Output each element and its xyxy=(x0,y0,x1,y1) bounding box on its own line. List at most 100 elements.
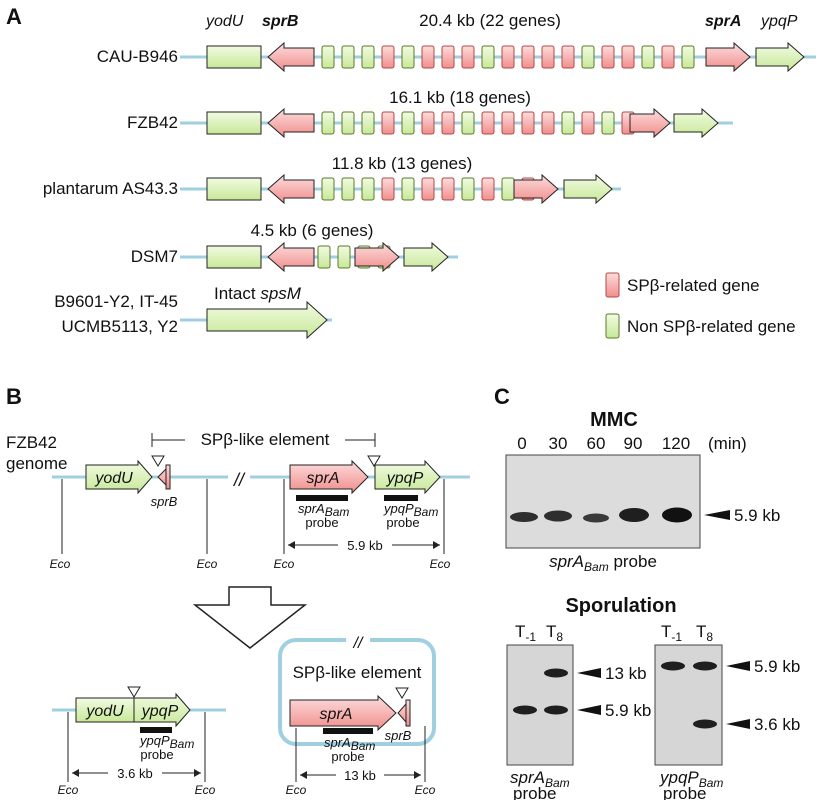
gene-sprA xyxy=(629,107,671,139)
probe-word: probe xyxy=(386,515,419,530)
gene-box xyxy=(441,177,455,201)
band-pointer xyxy=(577,668,601,678)
gene-yodU xyxy=(206,45,262,69)
insertion-marker xyxy=(367,455,381,467)
probe-label-ypqP: ypqPBam xyxy=(383,501,438,519)
gene-label-sprB: sprB xyxy=(262,13,298,30)
timepoint: 120 xyxy=(662,434,690,453)
gene-box xyxy=(401,45,415,69)
gene-box xyxy=(501,111,515,135)
probe-word: probe xyxy=(305,515,338,530)
band-size-label: 3.6 kb xyxy=(754,715,800,734)
lane-label: T-1 xyxy=(515,622,536,644)
strain-label: FZB42 xyxy=(127,113,178,132)
gene-box xyxy=(461,111,475,135)
gene-sprB xyxy=(397,699,411,727)
intact-label: Intact spsM xyxy=(214,284,302,303)
timepoint: 90 xyxy=(624,434,643,453)
gene-box xyxy=(321,177,335,201)
gene-box xyxy=(621,45,635,69)
gene-ypqP xyxy=(133,692,191,728)
gene-label-sprB: sprB xyxy=(385,728,412,743)
gene-box xyxy=(321,111,335,135)
band xyxy=(513,705,537,715)
row-dsm7: DSM7 4.5 kb (6 genes) xyxy=(131,221,458,273)
element-label: SPβ-like element xyxy=(293,663,422,682)
gene-label-ypqP: ypqP xyxy=(760,13,798,30)
gene-box xyxy=(581,45,595,69)
distance-label: 3.6 kb xyxy=(117,766,152,781)
gene-box xyxy=(661,45,675,69)
gene-box xyxy=(341,177,355,201)
gene-box xyxy=(521,45,535,69)
element-label: SPβ-like element xyxy=(201,430,330,449)
legend-label-spb: SPβ-related gene xyxy=(627,276,760,295)
gene-box xyxy=(541,45,555,69)
probe-caption: ypqPBam xyxy=(659,768,723,790)
band-pointer xyxy=(726,719,750,729)
eco-label: Eco xyxy=(58,783,79,797)
gene-box xyxy=(421,45,435,69)
panel-a: A CAU-B946 yodU sprB 20.4 kb (22 genes) … xyxy=(6,4,816,340)
insertion-marker xyxy=(395,687,409,699)
genome-label-2: genome xyxy=(6,454,67,473)
row-fzb42: FZB42 16.1 kb (18 genes) xyxy=(127,88,733,139)
panel-c-label: C xyxy=(494,384,510,409)
band xyxy=(661,661,685,671)
gene-sprA xyxy=(513,173,559,205)
break-mark: // xyxy=(232,470,246,490)
mmc-title: MMC xyxy=(590,409,638,431)
band-size-label: 5.9 kb xyxy=(734,506,780,525)
gene-box xyxy=(321,45,335,69)
probe-caption: sprABam xyxy=(510,768,570,790)
gene-box xyxy=(601,45,615,69)
probe-bar-ypqP xyxy=(140,727,172,733)
band xyxy=(619,508,649,522)
gene-box xyxy=(381,111,395,135)
probe-label-sprA: sprABam xyxy=(324,735,375,753)
band xyxy=(510,512,538,522)
probe-bar-sprA xyxy=(296,495,348,501)
gel-spor-sprA xyxy=(506,644,574,766)
gene-box xyxy=(361,45,375,69)
row1-genes xyxy=(267,41,805,73)
probe-label-ypqP: ypqPBam xyxy=(139,733,194,751)
gene-box xyxy=(521,111,535,135)
timepoint: 30 xyxy=(549,434,568,453)
row3-genes xyxy=(267,173,613,205)
probe-word: probe xyxy=(140,747,173,762)
band xyxy=(693,661,717,671)
gene-ypqP xyxy=(403,241,449,273)
probe-caption: sprABam probe xyxy=(549,552,657,574)
break-mark: // xyxy=(353,635,364,652)
gene-box xyxy=(421,177,435,201)
gene-box xyxy=(501,177,515,201)
gene-box xyxy=(361,177,375,201)
gene-yodU xyxy=(85,459,153,495)
strain-label: CAU-B946 xyxy=(97,47,178,66)
timepoint-labels: 0 30 60 90 120 (min) xyxy=(517,434,746,453)
sporulation-title: Sporulation xyxy=(565,595,676,617)
gene-box xyxy=(361,111,375,135)
band-pointer xyxy=(726,661,750,671)
band xyxy=(693,719,717,729)
panel-c: C MMC 0 30 60 90 120 (min) 5.9 kb sprABa… xyxy=(494,384,800,800)
eco-label: Eco xyxy=(415,783,436,797)
gene-box xyxy=(337,245,351,269)
gene-box xyxy=(501,45,515,69)
gene-box xyxy=(581,111,595,135)
intact-gene: spsM xyxy=(260,284,301,303)
gene-box xyxy=(317,245,331,269)
gene-sprB xyxy=(267,107,315,139)
gene-yodU xyxy=(206,245,262,269)
gene-box xyxy=(561,45,575,69)
gene-sprA xyxy=(289,459,369,495)
gene-box xyxy=(381,177,395,201)
panel-b: B FZB42 genome SPβ-like element // yodU … xyxy=(6,384,470,797)
legend-swatch-non xyxy=(605,313,620,339)
gene-box xyxy=(481,111,495,135)
gene-box xyxy=(441,111,455,135)
distance-label: 5.9 kb xyxy=(347,538,382,553)
row-intact: B9601-Y2, IT-45 UCMB5113, Y2 Intact spsM xyxy=(54,284,332,340)
gene-yodU xyxy=(75,697,135,723)
